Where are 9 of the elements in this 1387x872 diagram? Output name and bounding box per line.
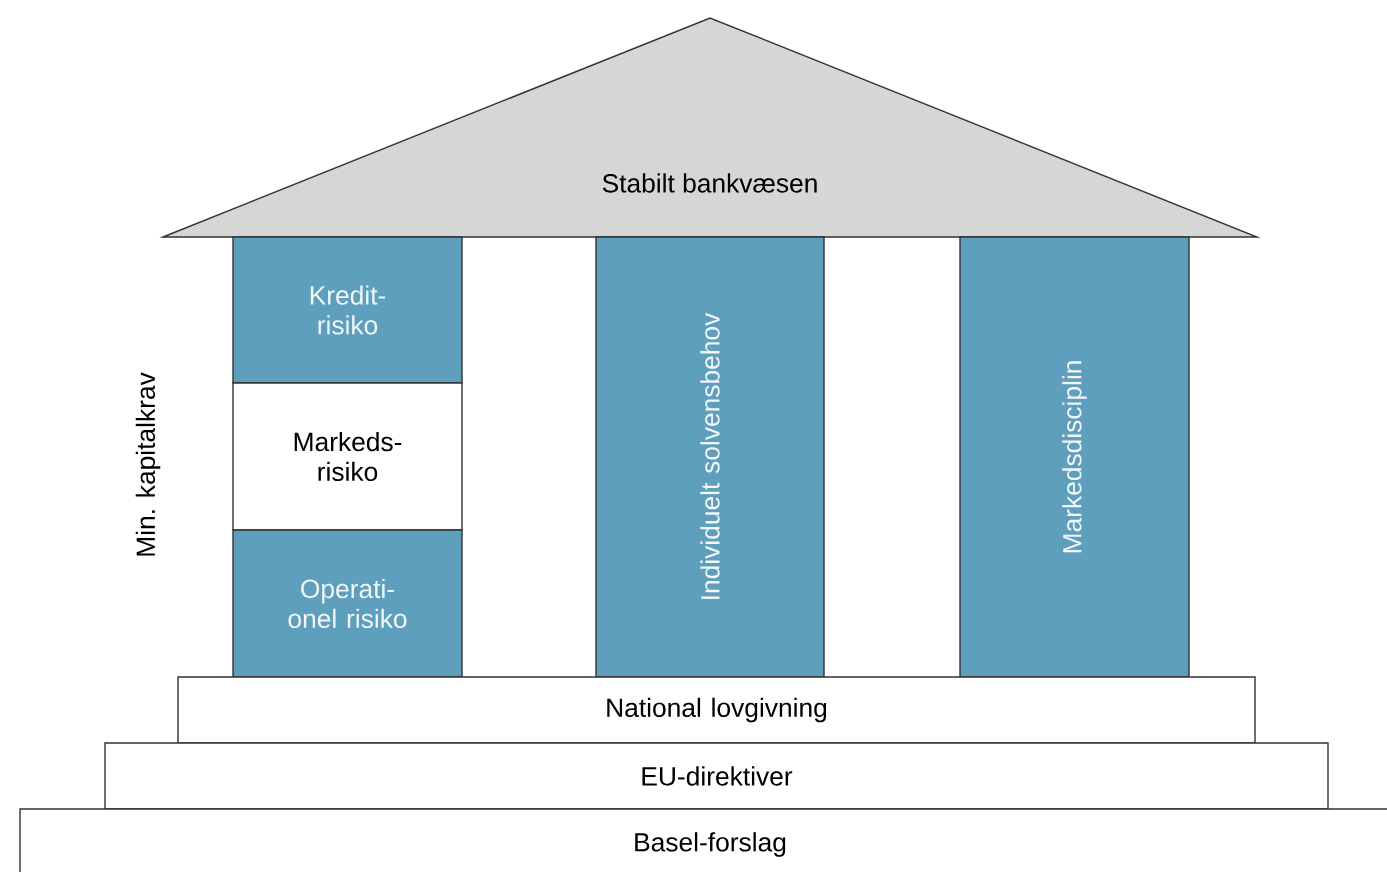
step-box: EU-direktiver: [104, 742, 1329, 810]
pillar-segment: Kredit- risiko: [232, 236, 463, 384]
step-box: National lovgivning: [177, 676, 1256, 744]
pillar: Individuelt solvensbehov: [595, 236, 825, 678]
step-box: Basel-forslag: [19, 808, 1387, 872]
side-label: Min. kapitalkrav: [135, 372, 161, 556]
pillar: Markedsdisciplin: [959, 236, 1190, 678]
pillar-segment: Markeds- risiko: [232, 382, 463, 531]
pillar-segment: Operati- onel risiko: [232, 529, 463, 678]
